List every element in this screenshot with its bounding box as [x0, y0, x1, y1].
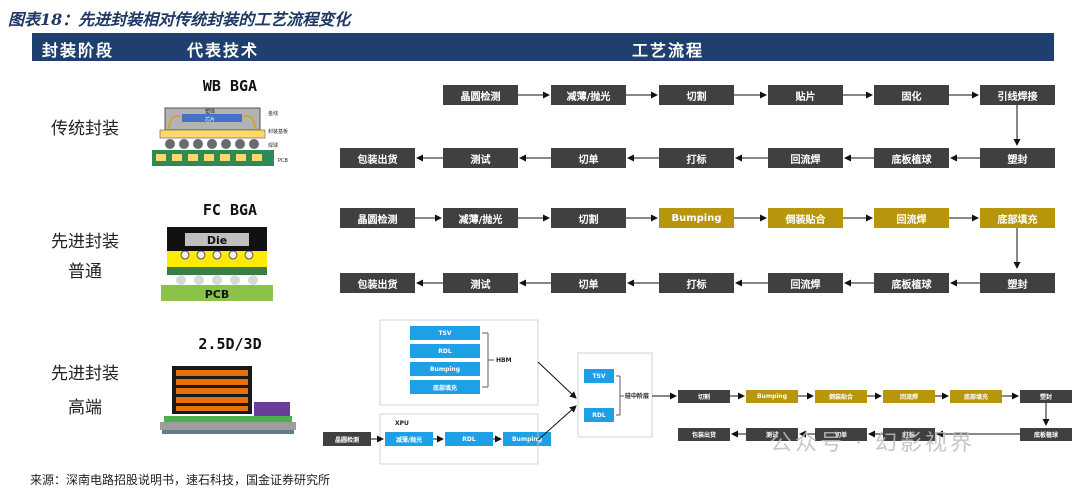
flow-step: 回流焊 — [768, 273, 843, 293]
fc-die-label: Die — [207, 234, 227, 247]
flow-step: 回流焊 — [883, 390, 935, 403]
table-header: 封装阶段 代表技术 工艺流程 — [32, 33, 1054, 61]
pcb-pads — [156, 154, 262, 161]
flow-step: 固化 — [874, 85, 949, 105]
label-pcb: PCB — [278, 158, 289, 164]
label-chip: 芯片 — [205, 116, 215, 123]
flow-step: 包装出货 — [340, 148, 415, 168]
flow-step: 切割 — [551, 208, 626, 228]
fc-bumps — [180, 250, 254, 260]
flow-step: 塑封 — [980, 148, 1055, 168]
source-note: 来源：深南电路招股说明书，速石科技，国金证券研究所 — [30, 473, 331, 487]
fc-pcb-label: PCB — [205, 288, 230, 301]
solder-balls — [165, 139, 259, 149]
flow-step: 回流焊 — [768, 148, 843, 168]
flow-step: 底部填充 — [980, 208, 1055, 228]
substrate — [159, 129, 266, 139]
flow-step: 切单 — [815, 428, 867, 441]
watermark: 公众号 · 幻影视界 — [770, 431, 975, 456]
fc-balls — [176, 275, 258, 285]
label-mold: 塑体 — [205, 108, 215, 115]
fc-die — [185, 233, 249, 246]
label-ball: 焊球 — [268, 142, 278, 149]
tech-2-5d-3d: 2.5D/3D — [198, 335, 262, 353]
flow-step: 底部填充 — [950, 390, 1002, 403]
figure-title: 图表18：先进封装相对传统封装的工艺流程变化 — [8, 10, 351, 29]
flow-step: 晶圆检测 — [340, 208, 415, 228]
chiplet-illustration — [160, 366, 296, 434]
wb-bga-illustration: 塑体 芯片 金线 封装基板 焊球 PCB — [152, 107, 289, 166]
header-flow: 工艺流程 — [632, 41, 705, 60]
flow-step: Bumping — [659, 208, 734, 228]
flow-step: 减薄/抛光 — [443, 208, 518, 228]
die-layer — [182, 114, 242, 122]
header-tech: 代表技术 — [187, 41, 260, 60]
flow-step: 测试 — [746, 428, 798, 441]
xpu-step: 减薄/抛光 — [385, 432, 433, 446]
stage-traditional: 传统封装 — [51, 119, 119, 139]
flow-step: 底板植球 — [874, 148, 949, 168]
flow-step: 减薄/抛光 — [551, 85, 626, 105]
flow-step: 倒装贴合 — [815, 390, 867, 403]
flow-step: 引线焊接 — [980, 85, 1055, 105]
interposer-step: RDL — [584, 408, 614, 422]
hbm-step: Bumping — [410, 362, 480, 376]
flow-step: 包装出货 — [340, 273, 415, 293]
flow-step: 切单 — [551, 148, 626, 168]
flow-step: 塑封 — [1020, 390, 1072, 403]
hbm-step: 底部填充 — [410, 380, 480, 394]
xpu-step: 晶圆检测 — [323, 432, 371, 446]
stage-advanced-normal-2: 普通 — [68, 262, 102, 282]
chiplet-balls — [162, 430, 294, 434]
interposer — [164, 416, 292, 422]
gold-wire — [167, 115, 257, 131]
tech-wb-bga: WB BGA — [202, 77, 258, 95]
hbm-step: RDL — [410, 344, 480, 358]
stage-advanced-high-2: 高端 — [68, 398, 102, 418]
flow-step: 包装出货 — [678, 428, 730, 441]
xpu-step: RDL — [445, 432, 493, 446]
label-substrate: 封装基板 — [268, 128, 288, 135]
flow-step: 倒装贴合 — [768, 208, 843, 228]
tech-fc-bga: FC BGA — [202, 201, 258, 219]
flow-step: Bumping — [746, 390, 798, 403]
flow-step: 底板植球 — [874, 273, 949, 293]
flow-step: 测试 — [443, 273, 518, 293]
fc-substrate — [167, 267, 267, 275]
stage-advanced-high-1: 先进封装 — [51, 364, 119, 384]
flow-step: 贴片 — [768, 85, 843, 105]
flow-step: 打标 — [883, 428, 935, 441]
package-substrate — [160, 422, 296, 430]
flow-step: 切单 — [551, 273, 626, 293]
header-stage: 封装阶段 — [42, 41, 115, 60]
hbm-step: TSV — [410, 326, 480, 340]
fc-bga-illustration: Die PCB — [161, 227, 273, 301]
fc-pcb — [161, 285, 273, 301]
flow-step: 切割 — [659, 85, 734, 105]
flow-step: 塑封 — [980, 273, 1055, 293]
flow-step: 打标 — [659, 273, 734, 293]
flow-step: 切割 — [678, 390, 730, 403]
label-wire: 金线 — [268, 110, 278, 117]
flow-step: 回流焊 — [874, 208, 949, 228]
logic-die — [254, 402, 290, 416]
stage-advanced-normal-1: 先进封装 — [51, 232, 119, 252]
flow-step: 底板植球 — [1020, 428, 1072, 441]
xpu-step: Bumping — [503, 432, 551, 446]
flow-step: 测试 — [443, 148, 518, 168]
flow-step: 晶圆检测 — [443, 85, 518, 105]
hbm-layers — [176, 370, 248, 411]
interposer-step: TSV — [584, 369, 614, 383]
flow-step: 打标 — [659, 148, 734, 168]
